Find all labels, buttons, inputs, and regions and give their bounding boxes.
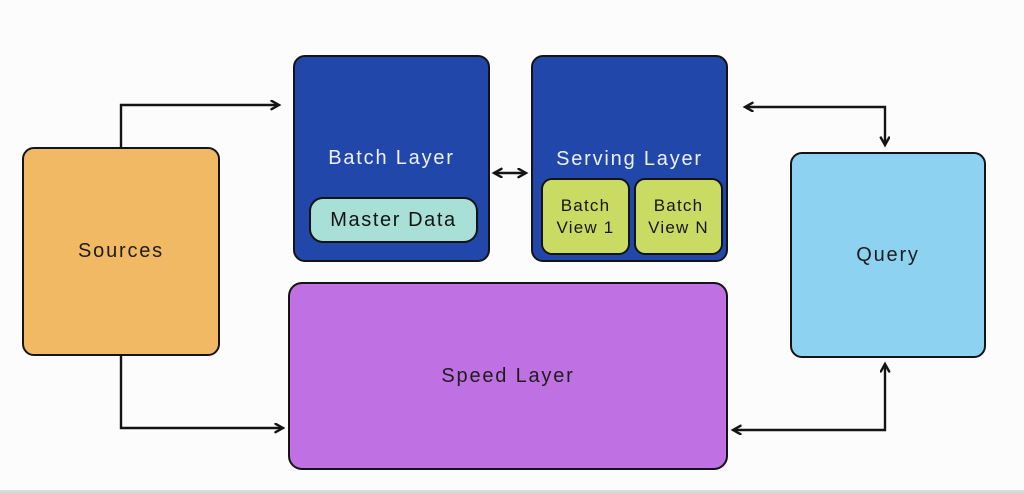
sources-label: Sources (78, 240, 164, 262)
edge-speed-layer-query (733, 364, 885, 430)
batch-view-n-node: Batch View N (634, 178, 723, 255)
serving-layer-label: Serving Layer (556, 148, 703, 170)
master-data-label: Master Data (330, 208, 457, 231)
batch-layer-node: Batch Layer Master Data (293, 55, 490, 262)
batch-view-1-label-line1: Batch (560, 195, 611, 215)
query-node: Query (790, 152, 986, 358)
batch-view-1-node: Batch View 1 (541, 178, 630, 255)
query-label: Query (856, 243, 920, 266)
batch-view-n-label-line2: View N (648, 217, 709, 237)
page-bottom-edge (0, 490, 1024, 493)
sources-node: Sources (22, 147, 220, 356)
speed-layer-label: Speed Layer (441, 364, 575, 387)
master-data-node: Master Data (309, 197, 478, 243)
batch-view-n-label-line1: Batch (653, 195, 704, 215)
speed-layer-node: Speed Layer (288, 282, 728, 470)
edge-sources-to-batch-layer (119, 105, 279, 147)
serving-layer-node: Serving Layer Batch View 1 Batch View N (531, 55, 728, 262)
batch-layer-label: Batch Layer (328, 147, 455, 169)
batch-view-1-label-line2: View 1 (556, 217, 615, 237)
edge-sources-to-speed-layer (119, 356, 283, 428)
edge-serving-layer-query (745, 107, 885, 145)
